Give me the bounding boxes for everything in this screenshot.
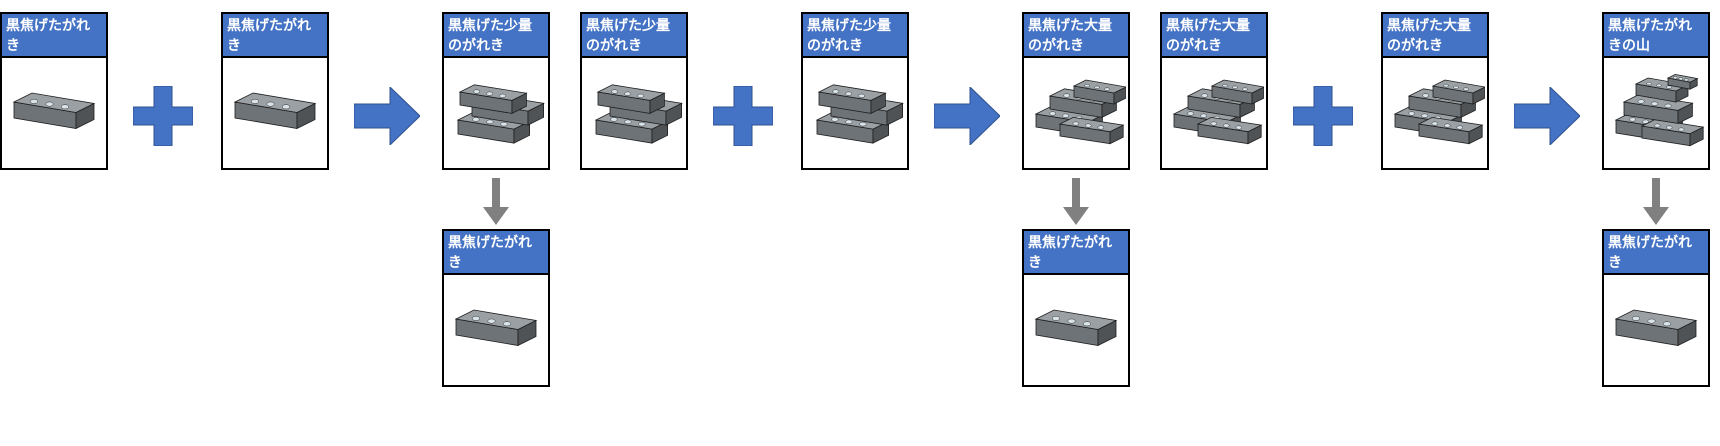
arrow-right-icon [1514,87,1580,145]
card-title: 黒焦げた少量のがれき [444,14,548,58]
card-title: 黒焦げたがれき [1604,231,1708,275]
small-rubble-pile-icon [584,62,684,166]
card-charred-rubble-byproduct-1: 黒焦げたがれき [442,229,550,387]
arrow-down-icon [483,178,509,225]
small-rubble-pile-icon [805,62,905,166]
small-rubble-pile-icon [446,62,546,166]
card-title: 黒焦げたがれき [223,14,327,58]
single-rubble-icon [4,62,104,166]
card-title: 黒焦げた大量のがれき [1024,14,1128,58]
single-rubble-icon [225,62,325,166]
large-rubble-pile-icon [1164,62,1264,166]
arrow-down-icon [1063,178,1089,225]
card-title: 黒焦げたがれきの山 [1604,14,1708,58]
card-charred-rubble-byproduct-3: 黒焦げたがれき [1602,229,1710,387]
card-title: 黒焦げたがれき [444,231,548,275]
card-charred-rubble-byproduct-2: 黒焦げたがれき [1022,229,1130,387]
single-rubble-icon [1606,279,1706,383]
arrow-right-icon [354,87,420,145]
plus-icon [133,86,193,146]
rubble-mountain-icon [1606,62,1706,166]
plus-icon [713,86,773,146]
card-title: 黒焦げた少量のがれき [582,14,686,58]
large-rubble-pile-icon [1026,62,1126,166]
card-large-rubble-1: 黒焦げた大量のがれき [1160,12,1268,170]
card-title: 黒焦げたがれき [1024,231,1128,275]
card-charred-rubble-2: 黒焦げたがれき [221,12,329,170]
plus-icon [1293,86,1353,146]
arrow-down-icon [1643,178,1669,225]
arrow-right-icon [934,87,1000,145]
card-small-rubble-1: 黒焦げた少量のがれき [580,12,688,170]
large-rubble-pile-icon [1385,62,1485,166]
single-rubble-icon [1026,279,1126,383]
single-rubble-icon [446,279,546,383]
card-small-rubble-2: 黒焦げた少量のがれき [801,12,909,170]
card-title: 黒焦げた大量のがれき [1383,14,1487,58]
card-title: 黒焦げたがれき [2,14,106,58]
card-charred-rubble-1: 黒焦げたがれき [0,12,108,170]
card-title: 黒焦げた少量のがれき [803,14,907,58]
card-rubble-mountain-result: 黒焦げたがれきの山 [1602,12,1710,170]
card-large-rubble-result: 黒焦げた大量のがれき [1022,12,1130,170]
card-title: 黒焦げた大量のがれき [1162,14,1266,58]
card-small-rubble-result: 黒焦げた少量のがれき [442,12,550,170]
card-large-rubble-2: 黒焦げた大量のがれき [1381,12,1489,170]
